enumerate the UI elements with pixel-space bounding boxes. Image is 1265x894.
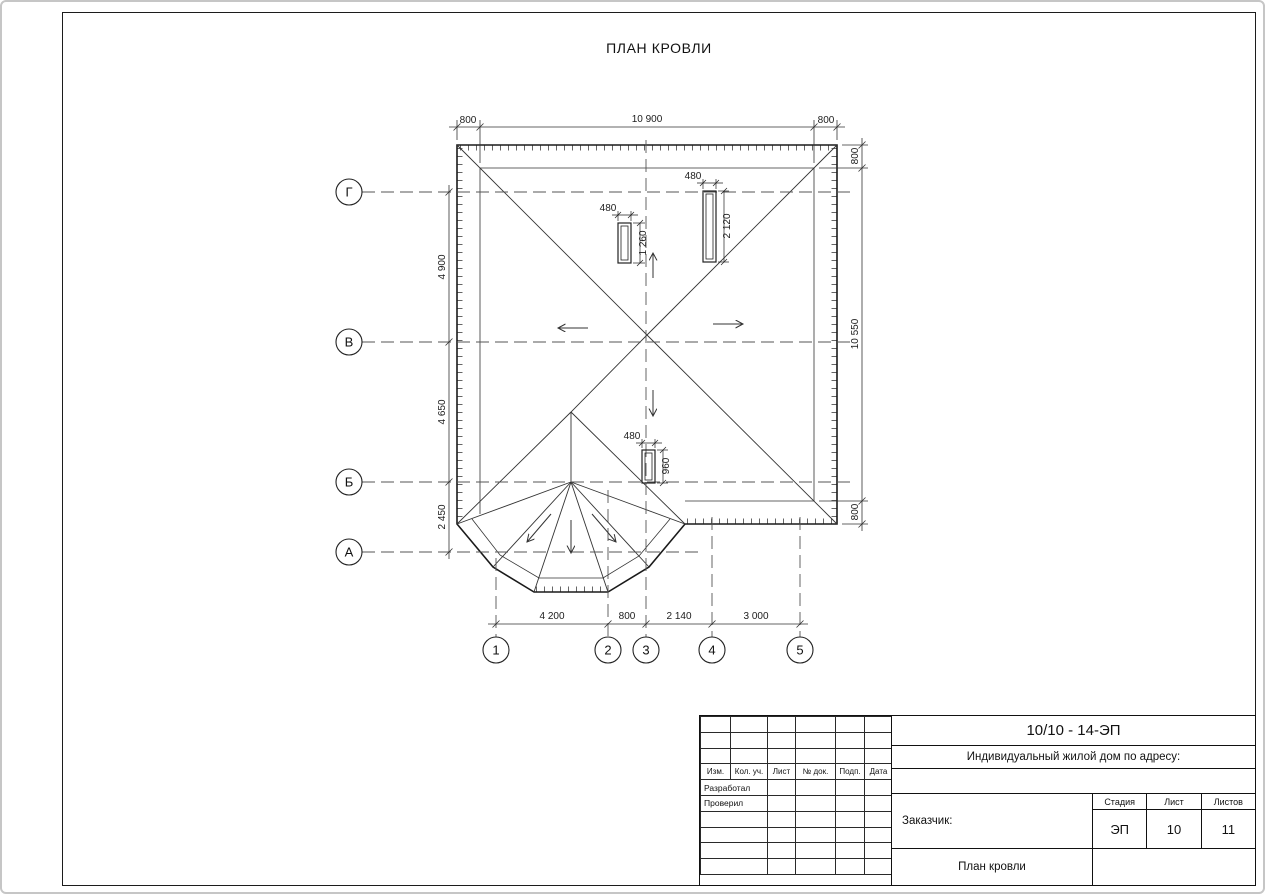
dim-label-left-3: 2 450 [437, 504, 448, 529]
sheet-frame [62, 12, 1256, 886]
title-block: Изм. Кол. уч. Лист № док. Подп. Дата Раз… [699, 715, 1256, 886]
eave-tick-marks [457, 145, 837, 592]
sheets-label: Листов [1213, 796, 1243, 807]
dim-label-left-1: 4 900 [437, 254, 448, 279]
dim-label-window2-width: 480 [685, 171, 702, 182]
dim-label-top-center: 10 900 [632, 114, 663, 125]
axis-marker-col-4: 4 [698, 636, 726, 664]
bay-hip-lines [456, 481, 686, 593]
dim-label-left-2: 4 650 [437, 399, 448, 424]
dim-label-bottom-1: 4 200 [539, 611, 564, 622]
dim-label-right-top: 800 [850, 147, 861, 164]
col-header-koluch: Кол. уч. [730, 763, 768, 781]
axis-label-col-1: 1 [492, 643, 499, 658]
dim-label-top-left: 800 [460, 115, 477, 126]
sheets-value: 11 [1221, 821, 1236, 837]
project-address [892, 769, 1255, 794]
axis-label-row-g: Г [345, 185, 352, 200]
dim-label-window3-width: 480 [624, 431, 641, 442]
axis-label-col-2: 2 [604, 643, 611, 658]
page-title: ПЛАН КРОВЛИ [606, 40, 712, 56]
axis-label-row-b: Б [345, 475, 354, 490]
roof-window-2 [697, 179, 729, 266]
dim-label-top-right: 800 [818, 115, 835, 126]
roof-window-3 [636, 439, 668, 487]
drawing-name: План кровли [892, 849, 1093, 885]
col-header-data: Дата [864, 763, 891, 781]
slope-arrows [527, 253, 743, 553]
sheet-value: 10 [1147, 810, 1202, 848]
axis-marker-row-v: В [335, 328, 363, 356]
title-block-middle-row: Заказчик: Стадия Лист Листов ЭП 10 11 [892, 794, 1255, 849]
dim-label-window2-height: 2 120 [722, 213, 733, 238]
axis-marker-row-g: Г [335, 178, 363, 206]
roof-window-1 [612, 211, 645, 267]
axis-marker-col-5: 5 [786, 636, 814, 664]
axis-lines [362, 140, 850, 637]
col-header-list: Лист [767, 763, 796, 781]
title-block-main-area: 10/10 - 14-ЭП Индивидуальный жилой дом п… [892, 716, 1255, 885]
role-checked: Проверил [700, 794, 768, 812]
dim-label-window1-height: 1 260 [638, 230, 649, 255]
title-block-bottom-row: План кровли [892, 849, 1255, 885]
dim-bottom [488, 620, 808, 628]
col-header-podp: Подп. [835, 763, 865, 781]
dim-label-window1-width: 480 [600, 203, 617, 214]
stage-sheet-block: Стадия Лист Листов ЭП 10 11 [1093, 794, 1255, 848]
dim-label-bottom-2: 800 [619, 611, 636, 622]
dim-left [445, 185, 453, 559]
stage-label: Стадия [1093, 794, 1148, 809]
role-developed: Разработал [700, 779, 768, 796]
sheet-label: Лист [1147, 794, 1202, 809]
titleblock-revision-table: Изм. Кол. уч. Лист № док. Подп. Дата Раз… [700, 716, 891, 875]
customer-label: Заказчик: [892, 794, 1093, 848]
roof-hip-lines [456, 144, 838, 593]
document-number: 10/10 - 14-ЭП [892, 716, 1255, 746]
organization-cell [1093, 849, 1255, 885]
axis-label-col-5: 5 [796, 643, 803, 658]
axis-marker-col-2: 2 [594, 636, 622, 664]
axis-marker-col-3: 3 [632, 636, 660, 664]
col-header-izm: Изм. [700, 763, 731, 781]
col-header-dok: № док. [795, 763, 836, 781]
axis-label-row-v: В [345, 335, 354, 350]
axis-label-col-3: 3 [642, 643, 649, 658]
dim-label-right-middle: 10 550 [850, 318, 861, 349]
axis-marker-row-b: Б [335, 468, 363, 496]
title-block-revision-area: Изм. Кол. уч. Лист № док. Подп. Дата Раз… [700, 716, 892, 885]
axis-label-row-a: А [345, 545, 354, 560]
dim-top [449, 120, 845, 163]
dim-right [819, 138, 868, 531]
axis-label-col-4: 4 [708, 643, 715, 658]
project-name: Индивидуальный жилой дом по адресу: [892, 746, 1255, 769]
axis-marker-row-a: А [335, 538, 363, 566]
dim-label-right-bottom: 800 [850, 503, 861, 520]
dim-label-bottom-3: 2 140 [666, 611, 691, 622]
dim-label-bottom-4: 3 000 [743, 611, 768, 622]
axis-marker-col-1: 1 [482, 636, 510, 664]
roof-outline [456, 144, 838, 593]
stage-value: ЭП [1093, 810, 1148, 848]
dim-label-window3-height: 960 [661, 457, 672, 474]
eave-inner-line [471, 167, 815, 579]
